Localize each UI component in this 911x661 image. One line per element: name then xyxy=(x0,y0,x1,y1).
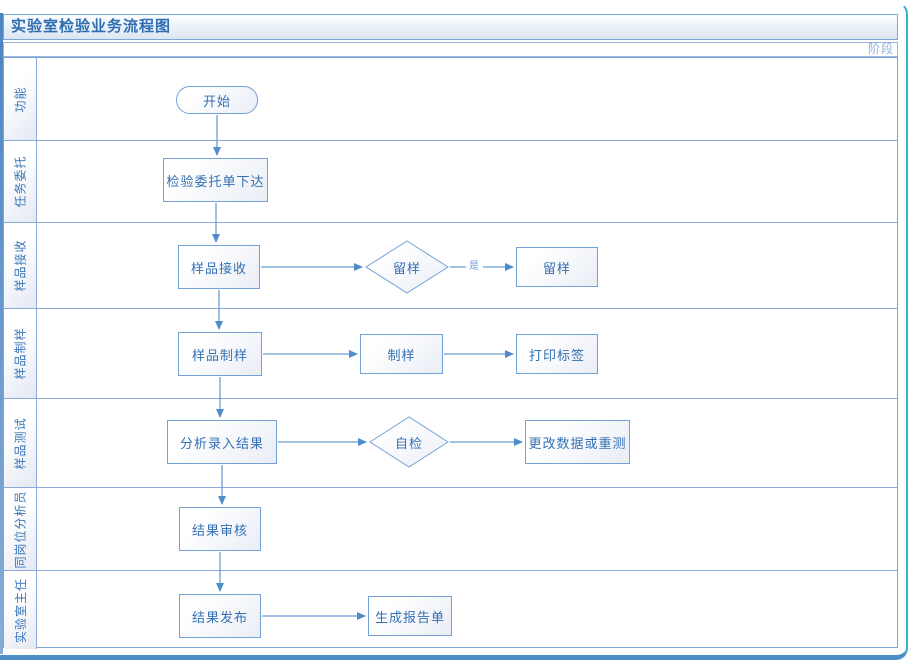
node-sample-prep-label: 样品制样 xyxy=(191,347,248,363)
diamond-shape xyxy=(365,240,449,294)
node-analyze-input[interactable]: 分析录入结果 xyxy=(167,420,277,464)
lane-label-cell: 任务委托 xyxy=(4,141,37,222)
node-retain-sample-label: 留样 xyxy=(542,260,571,276)
node-modify-retest-label: 更改数据或重测 xyxy=(528,435,627,451)
lane-sample-receiving: 样品接收 xyxy=(4,223,897,309)
lane-label: 功能 xyxy=(13,85,28,113)
lane-label: 样品测试 xyxy=(13,416,28,470)
lane-label-cell: 同岗位分析员 xyxy=(4,488,37,570)
stage-header-row: 阶段 xyxy=(3,42,898,57)
node-print-label-label: 打印标签 xyxy=(528,347,585,363)
node-result-review[interactable]: 结果审核 xyxy=(179,507,261,551)
lane-label-cell: 实验室主任 xyxy=(4,571,37,649)
lane-label-cell: 样品测试 xyxy=(4,399,37,487)
node-make-sample-label: 制样 xyxy=(387,347,416,363)
page-title: 实验室检验业务流程图 xyxy=(11,18,172,35)
swimlane-table: 功能 任务委托 样品接收 样品制样 样品测试 同岗位分析员 实验室主任 xyxy=(3,57,898,649)
node-generate-report[interactable]: 生成报告单 xyxy=(368,596,452,636)
lane-label: 同岗位分析员 xyxy=(13,489,28,569)
lane-label-cell: 样品制样 xyxy=(4,309,37,398)
lane-sample-preparation: 样品制样 xyxy=(4,309,897,399)
edge-label-yes: 是 xyxy=(466,261,483,273)
node-print-label[interactable]: 打印标签 xyxy=(516,334,598,374)
lane-sample-testing: 样品测试 xyxy=(4,399,897,488)
node-result-publish-label: 结果发布 xyxy=(191,609,248,625)
lane-label-cell: 样品接收 xyxy=(4,223,37,308)
lane-label: 样品接收 xyxy=(13,239,28,292)
node-start[interactable]: 开始 xyxy=(176,86,258,114)
node-issue-order-label: 检验委托单下达 xyxy=(166,173,265,189)
lane-function: 功能 xyxy=(4,58,897,141)
node-sample-receive[interactable]: 样品接收 xyxy=(178,245,260,289)
lane-label: 任务委托 xyxy=(13,155,28,208)
diamond-shape xyxy=(369,416,449,468)
decision-retain[interactable]: 留样 xyxy=(365,240,449,294)
lane-task-delegation: 任务委托 xyxy=(4,141,897,223)
lane-peer-analyst: 同岗位分析员 xyxy=(4,488,897,571)
node-start-label: 开始 xyxy=(202,93,231,109)
left-border-strip xyxy=(0,13,3,654)
stage-label: 阶段 xyxy=(867,42,894,56)
decision-self-check-label: 自检 xyxy=(394,435,423,451)
node-result-review-label: 结果审核 xyxy=(191,522,248,538)
lane-label: 样品制样 xyxy=(13,327,28,380)
decision-self-check[interactable]: 自检 xyxy=(369,416,449,468)
node-generate-report-label: 生成报告单 xyxy=(374,609,445,625)
node-result-publish[interactable]: 结果发布 xyxy=(179,594,261,638)
lane-label: 实验室主任 xyxy=(13,577,28,643)
lane-label-cell: 功能 xyxy=(4,58,37,140)
node-issue-order[interactable]: 检验委托单下达 xyxy=(163,158,268,202)
node-make-sample[interactable]: 制样 xyxy=(360,334,443,374)
decision-retain-label: 留样 xyxy=(392,260,421,276)
node-retain-sample[interactable]: 留样 xyxy=(516,247,598,287)
node-sample-receive-label: 样品接收 xyxy=(190,260,247,276)
lane-lab-director: 实验室主任 xyxy=(4,571,897,649)
node-analyze-input-label: 分析录入结果 xyxy=(179,435,264,451)
node-modify-retest[interactable]: 更改数据或重测 xyxy=(525,420,630,464)
title-bar: 实验室检验业务流程图 xyxy=(3,14,898,40)
node-sample-prep[interactable]: 样品制样 xyxy=(178,332,262,376)
